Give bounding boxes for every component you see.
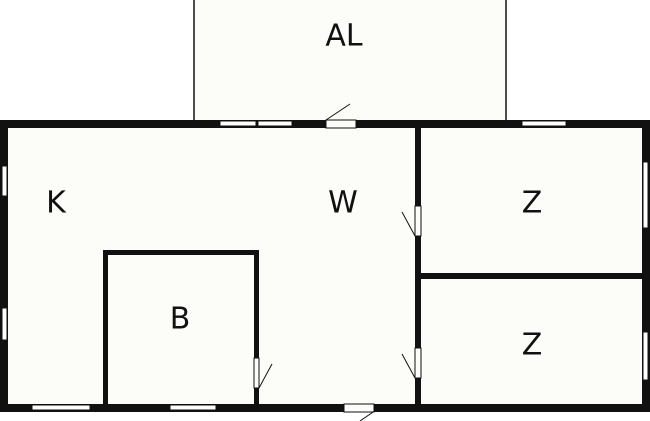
window-top-1 <box>219 120 257 127</box>
door-balcony <box>325 119 357 129</box>
door-bedroom-bottom-leaf <box>401 353 416 379</box>
door-entrance <box>343 403 375 413</box>
door-entrance-leaf <box>359 409 377 421</box>
window-right-1 <box>642 161 649 229</box>
room-label-bedroom-bottom: Z <box>522 328 543 363</box>
room-label-living: W <box>328 186 358 221</box>
door-balcony-leaf <box>325 103 351 121</box>
bathroom-wall-top <box>103 250 259 255</box>
window-top-3 <box>521 120 567 127</box>
door-bedroom-top-leaf <box>401 211 416 237</box>
room-label-kitchen: K <box>46 186 67 221</box>
window-left-1 <box>1 165 8 197</box>
outer-wall-right <box>642 120 650 412</box>
door-bathroom <box>253 357 260 389</box>
wall-between-bedrooms <box>421 273 642 279</box>
room-label-bathroom: B <box>170 302 191 337</box>
balcony-floor <box>194 0 506 120</box>
window-left-2 <box>1 307 8 341</box>
wall-living-bedrooms <box>415 128 421 404</box>
door-bedroom-bottom <box>414 347 422 379</box>
window-top-2 <box>257 120 293 127</box>
outer-wall-top <box>0 120 650 128</box>
room-label-balcony: AL <box>325 19 363 54</box>
room-label-bedroom-top: Z <box>522 186 543 221</box>
window-bottom-1 <box>31 404 91 411</box>
door-bedroom-top <box>414 205 422 237</box>
door-bathroom-leaf <box>258 363 273 389</box>
window-bottom-2 <box>169 404 217 411</box>
window-right-2 <box>642 331 649 381</box>
bathroom-wall-right <box>254 250 259 404</box>
bathroom-wall-left <box>103 250 108 404</box>
outer-wall-bottom <box>0 404 650 412</box>
main-floor <box>8 128 642 404</box>
outer-wall-left <box>0 120 8 412</box>
